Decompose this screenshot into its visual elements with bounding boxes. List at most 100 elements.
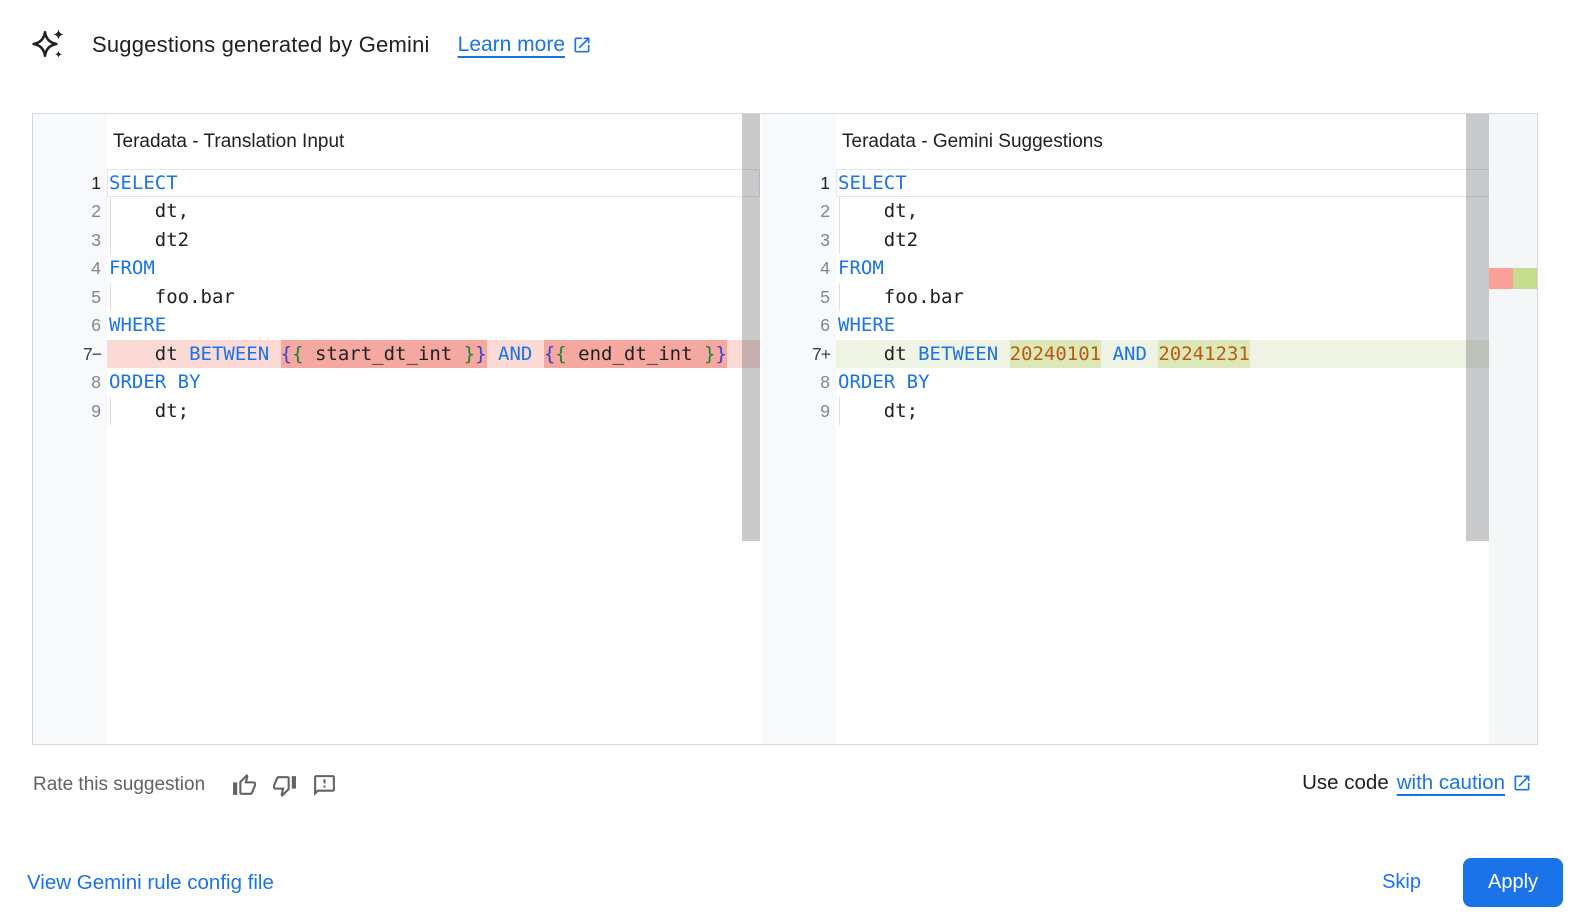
scrollbar-thumb[interactable]	[742, 114, 760, 541]
code-text: ORDER BY	[107, 368, 760, 396]
code-line: 5 foo.bar	[33, 282, 760, 312]
code-token	[487, 340, 498, 368]
code-token: }	[704, 339, 716, 369]
code-token: foo.bar	[838, 285, 964, 308]
code-line: 8 ORDER BY	[33, 368, 760, 396]
skip-button[interactable]: Skip	[1376, 870, 1427, 895]
with-caution-link[interactable]: with caution	[1396, 771, 1505, 794]
diff-overview-ruler[interactable]	[1489, 114, 1537, 744]
thumb-down-icon	[273, 775, 297, 797]
thumb-up-button[interactable]	[231, 772, 258, 799]
learn-more-label: Learn more	[457, 33, 566, 56]
learn-more-link[interactable]: Learn more	[458, 33, 592, 57]
code-token: AND	[498, 342, 533, 365]
code-token: FROM	[838, 257, 884, 280]
line-number: 6	[91, 315, 101, 336]
code-token: SELECT	[838, 172, 907, 194]
code-text: foo.bar	[107, 282, 760, 312]
code-line: 3 dt2	[762, 225, 1537, 255]
code-token: dt	[838, 342, 919, 365]
feedback-icon	[314, 774, 336, 796]
code-text: dt;	[107, 396, 760, 426]
code-token: dt;	[838, 399, 919, 422]
code-text: dt BETWEEN {{ start_dt_int }} AND {{ end…	[107, 339, 760, 369]
line-number: 5	[91, 286, 101, 307]
line-number: 4	[820, 258, 830, 279]
code-line: 2 dt,	[762, 197, 1537, 227]
diff-marker-added	[1513, 268, 1537, 289]
page-title: Suggestions generated by Gemini	[92, 32, 430, 57]
line-number: 1	[91, 173, 101, 193]
code-line: 9 dt;	[762, 396, 1537, 426]
code-line: 1 SELECT	[762, 169, 1537, 198]
code-text: foo.bar	[836, 282, 1537, 312]
thumb-down-button[interactable]	[271, 772, 298, 799]
code-token: ORDER BY	[838, 371, 930, 394]
code-token	[998, 340, 1009, 368]
code-token: }	[463, 339, 476, 369]
code-text: dt;	[836, 396, 1537, 426]
code-text: dt2	[836, 225, 1537, 255]
code-text: dt BETWEEN 20240101 AND 20241231	[836, 339, 1537, 369]
feedback-button[interactable]	[311, 772, 338, 799]
code-token: {	[292, 339, 304, 369]
code-text: WHERE	[107, 311, 760, 339]
scrollbar-thumb[interactable]	[1466, 114, 1489, 541]
code-token: foo.bar	[109, 285, 235, 308]
panel-gemini-suggestions: Teradata - Gemini Suggestions 1 SELECT 2 d…	[762, 114, 1537, 744]
code-token: dt	[109, 342, 190, 365]
panel-title-gemini-suggestions: Teradata - Gemini Suggestions	[842, 130, 1103, 152]
code-line: 9 dt;	[33, 396, 760, 426]
code-token: ORDER BY	[109, 371, 201, 394]
footer-actions: Skip Apply	[1376, 858, 1563, 907]
code-text: ORDER BY	[836, 368, 1537, 396]
line-number: 2	[91, 201, 101, 222]
apply-button[interactable]: Apply	[1463, 858, 1563, 907]
code-text: FROM	[836, 254, 1537, 282]
code-token: BETWEEN	[189, 342, 270, 365]
line-number: 1	[820, 173, 830, 193]
code-text: SELECT	[107, 169, 760, 198]
code-line: 8 ORDER BY	[762, 368, 1537, 396]
line-number: 3	[91, 229, 101, 250]
line-number: 8	[820, 372, 830, 393]
line-number: 9	[91, 400, 101, 421]
code-token: 20241231	[1158, 339, 1250, 369]
view-rule-config-link[interactable]: View Gemini rule config file	[27, 871, 274, 894]
code-line: 1 SELECT	[33, 169, 760, 198]
code-token	[269, 340, 280, 368]
code-token: BETWEEN	[918, 342, 999, 365]
code-token: dt,	[109, 200, 190, 223]
line-number: 7−	[83, 343, 102, 364]
line-number: 3	[820, 229, 830, 250]
code-text: dt2	[107, 225, 760, 255]
use-code-label: Use code	[1302, 771, 1389, 794]
code-text: dt,	[836, 197, 1537, 227]
code-token: SELECT	[109, 172, 178, 194]
code-token: AND	[1112, 342, 1147, 365]
line-number: 5	[820, 286, 830, 307]
thumb-up-icon	[233, 773, 257, 795]
line-number: 8	[91, 372, 101, 393]
code-line: 2 dt,	[33, 197, 760, 227]
line-number-gutter	[33, 114, 107, 744]
code-line: 7− dt BETWEEN {{ start_dt_int }} AND {{ …	[33, 339, 760, 369]
code-token: {	[280, 339, 293, 369]
code-token: 20240101	[1009, 339, 1102, 369]
code-token	[1101, 340, 1112, 368]
line-number: 7+	[812, 343, 831, 364]
code-token: }	[715, 339, 727, 369]
code-text: dt,	[107, 197, 760, 227]
code-token: dt,	[838, 200, 919, 223]
open-in-new-icon	[1514, 775, 1530, 791]
code-token: FROM	[109, 257, 155, 280]
code-token: {	[555, 339, 567, 369]
code-token: start_dt_int	[303, 339, 464, 369]
code-text: FROM	[107, 254, 760, 282]
code-line: 5 foo.bar	[762, 282, 1537, 312]
code-line: 4 FROM	[762, 254, 1537, 282]
